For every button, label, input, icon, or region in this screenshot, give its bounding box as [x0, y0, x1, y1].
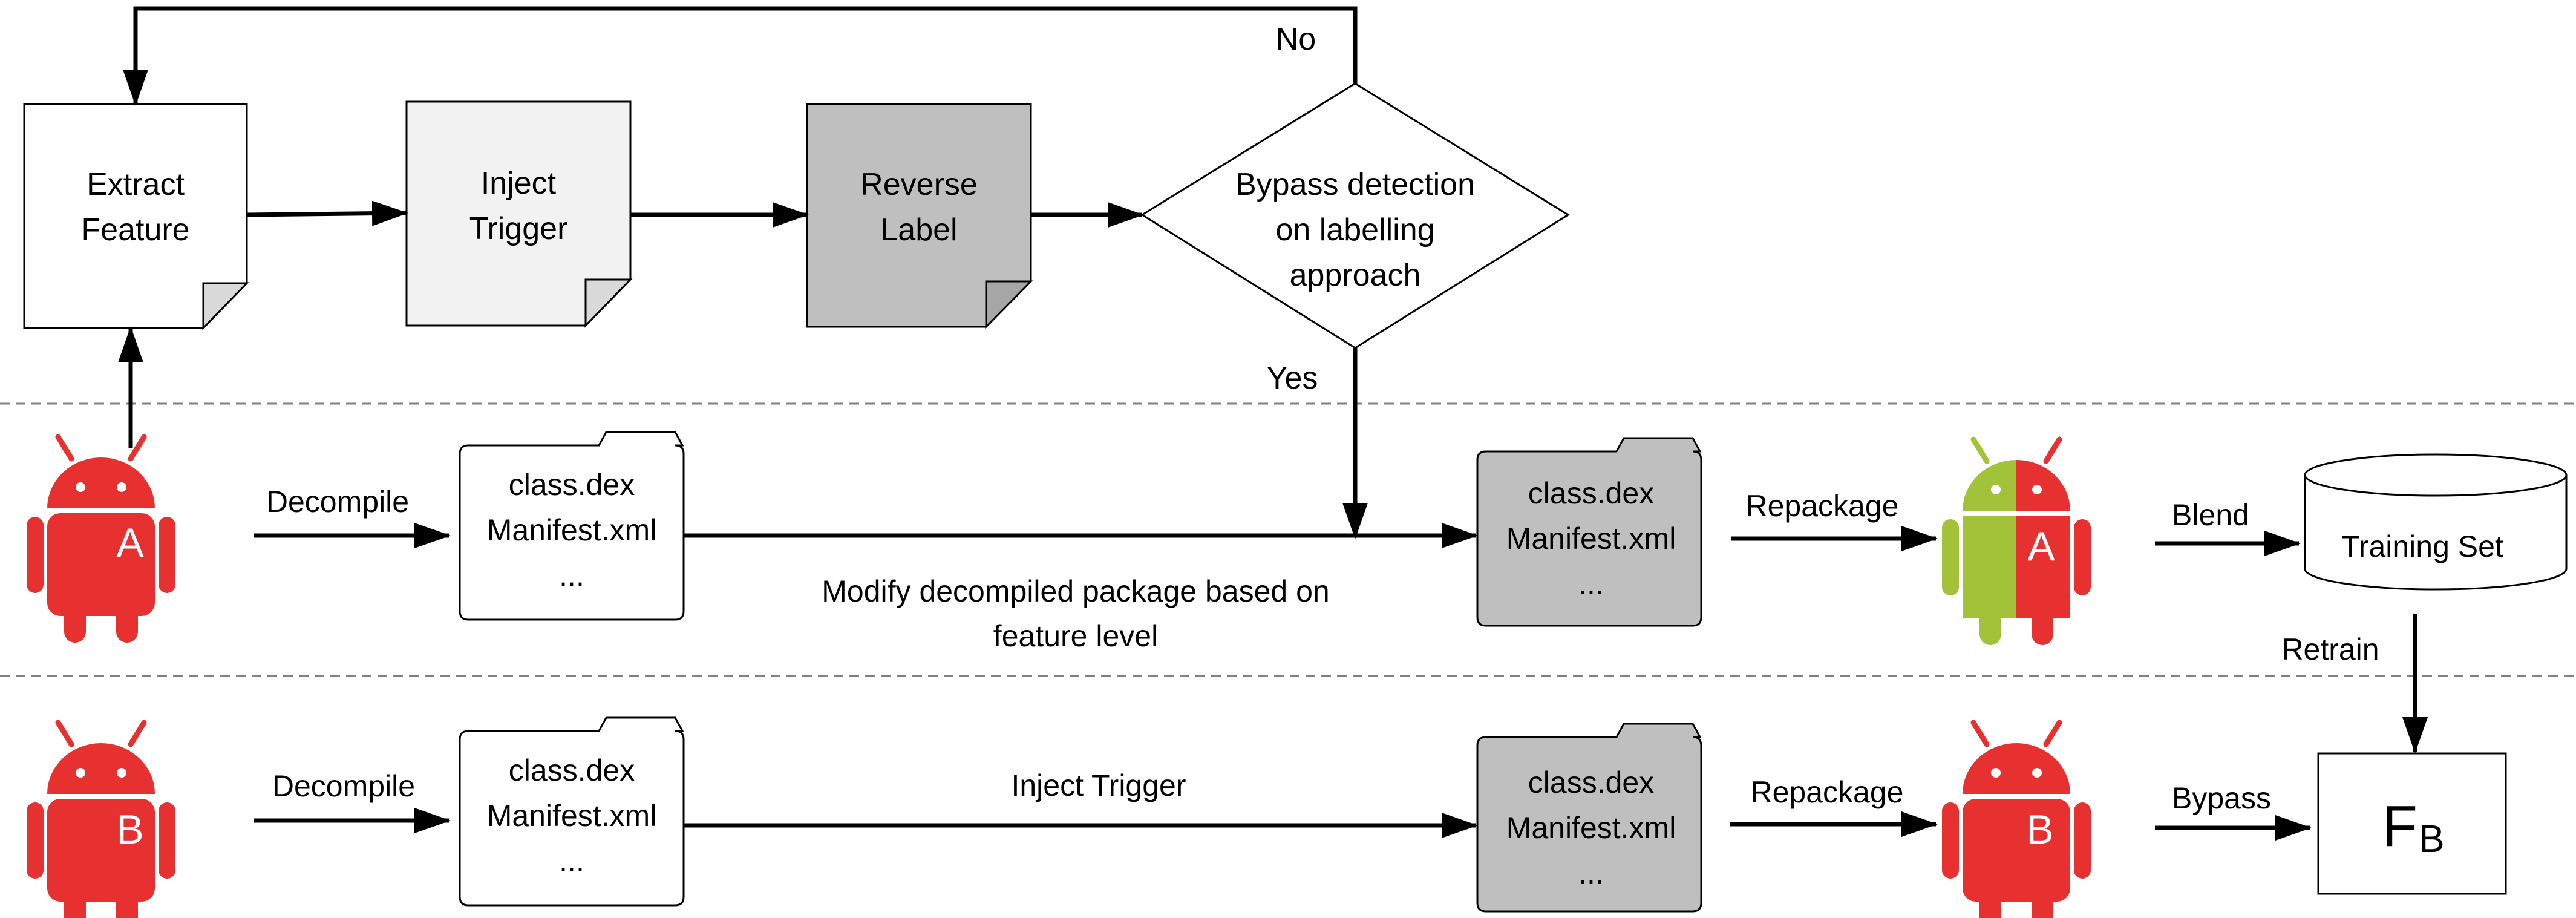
file-classdex-mod-b: class.dex [1528, 766, 1654, 799]
training-set-label: Training Set [2341, 529, 2503, 563]
arrow-no-loop [123, 6, 1358, 106]
decision-label-2: on labelling [1275, 212, 1434, 248]
android-app-b-final: B [1942, 720, 2091, 918]
app-b-final-letter: B [2026, 807, 2053, 853]
folder-modified-b: class.dex Manifest.xml ... [1476, 723, 1702, 913]
training-set-database: Training Set [2304, 453, 2568, 591]
decision-label-3: approach [1290, 258, 1421, 293]
file-manifest-mod-b: Manifest.xml [1506, 811, 1676, 845]
label-inject-trigger-b: Inject Trigger [1011, 769, 1186, 802]
arrow-extract-to-inject [246, 200, 408, 226]
folder-decompiled-b: class.dex Manifest.xml ... [459, 716, 685, 907]
step-extract-feature: Extract Feature [23, 103, 249, 330]
label-modify-2: feature level [993, 619, 1158, 653]
file-classdex-b: class.dex [509, 753, 635, 787]
folder-modified-a: class.dex Manifest.xml ... [1476, 437, 1702, 627]
file-more-mod-a: ... [1578, 567, 1604, 601]
step-inject-label-2: Trigger [469, 211, 568, 246]
model-label-sub: B [2419, 817, 2445, 861]
label-modify-1: Modify decompiled package based on [822, 574, 1329, 608]
label-decompile-b: Decompile [272, 769, 415, 803]
android-app-b: B [27, 720, 175, 918]
label-bypass: Bypass [2172, 781, 2271, 815]
step-extract-label-2: Feature [81, 212, 189, 248]
label-blend: Blend [2172, 498, 2249, 532]
step-extract-label-1: Extract [87, 167, 185, 202]
label-decompile-a: Decompile [266, 485, 409, 519]
file-more-mod-b: ... [1578, 856, 1604, 890]
file-manifest-mod-a: Manifest.xml [1506, 522, 1676, 556]
decision-label-1: Bypass detection [1235, 167, 1475, 202]
label-no: No [1276, 22, 1316, 57]
step-inject-label-1: Inject [481, 166, 557, 201]
app-a-letter: A [116, 520, 144, 566]
android-app-a-blended: A [1942, 436, 2091, 645]
step-reverse-label: Reverse Label [806, 103, 1033, 329]
file-manifest-b: Manifest.xml [487, 799, 657, 833]
label-repackage-a: Repackage [1746, 489, 1899, 523]
file-classdex-a: class.dex [509, 468, 635, 502]
android-app-a: A [27, 434, 175, 643]
label-retrain: Retrain [2281, 632, 2379, 666]
label-repackage-b: Repackage [1751, 775, 1904, 809]
app-a-blended-letter: A [2027, 523, 2055, 569]
file-manifest-a: Manifest.xml [487, 513, 657, 547]
step-inject-trigger: Inject Trigger [405, 100, 633, 328]
step-reverse-label-1: Reverse [860, 167, 978, 202]
app-b-letter: B [116, 807, 143, 853]
decision-bypass-detection: Bypass detection on labelling approach [1140, 82, 1570, 349]
label-yes: Yes [1267, 361, 1318, 396]
model-label-main: F [2382, 794, 2417, 859]
file-more-a: ... [559, 559, 584, 592]
file-more-b: ... [559, 844, 584, 878]
model-fb-box: F B [2317, 752, 2507, 895]
file-classdex-mod-a: class.dex [1528, 476, 1654, 510]
step-reverse-label-2: Label [880, 212, 957, 248]
folder-decompiled-a: class.dex Manifest.xml ... [459, 431, 685, 621]
